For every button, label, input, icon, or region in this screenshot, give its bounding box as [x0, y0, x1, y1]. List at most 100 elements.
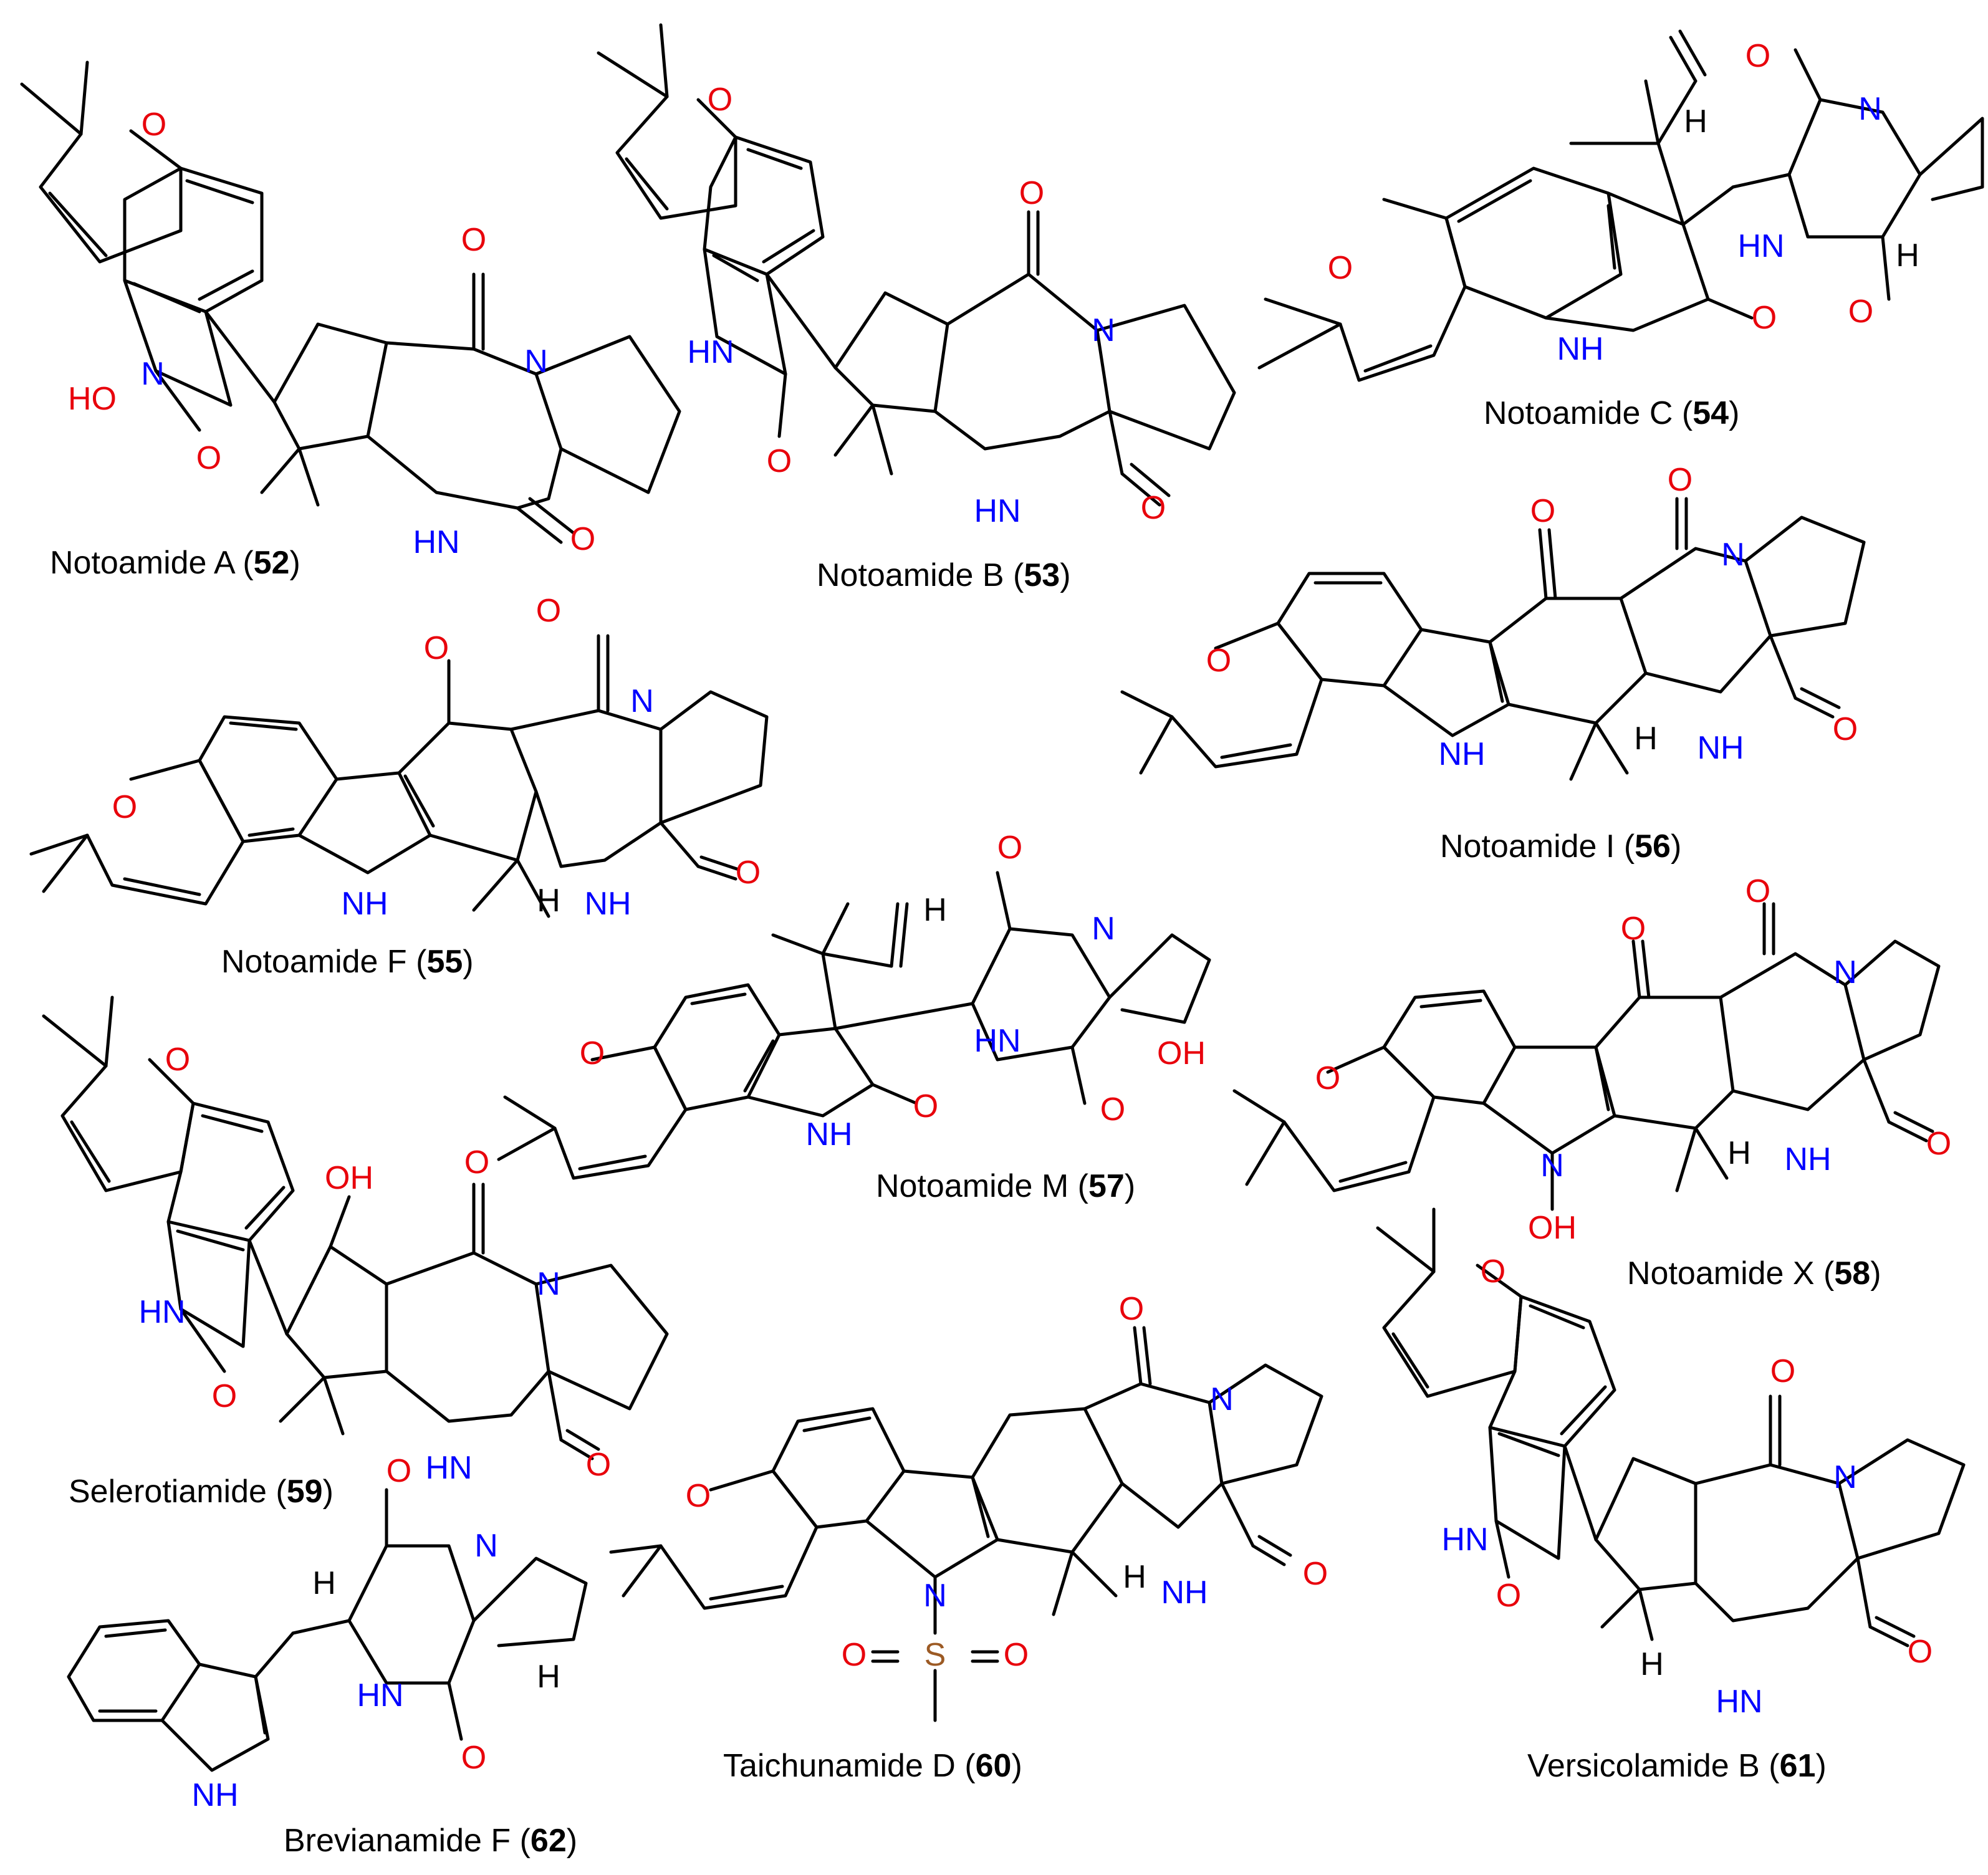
compound-name: Notoamide I: [1440, 828, 1615, 865]
atom-hn: HN: [413, 524, 459, 560]
atom-o: O: [1752, 300, 1777, 336]
atom-nh: NH: [1161, 1575, 1208, 1611]
atom-n: N: [537, 1266, 560, 1302]
atom-o: O: [1004, 1637, 1029, 1673]
atom-hn: HN: [425, 1450, 472, 1486]
compound-number: 52: [254, 545, 290, 581]
atom-o: O: [1141, 490, 1166, 526]
atom-o: O: [570, 521, 595, 557]
atom-hn: HN: [357, 1677, 403, 1714]
atom-o: O: [536, 593, 561, 629]
labels-taichunamide-d: O N S O O H O N NH O Taichunamide D (60): [686, 1291, 1328, 1784]
labels-notoamide-x: O N OH O H O N NH O Notoamide X (58): [1315, 873, 1951, 1292]
atom-o: O: [461, 222, 486, 258]
atom-o: O: [1746, 38, 1770, 74]
atom-n: N: [1210, 1381, 1234, 1417]
atom-h: H: [312, 1565, 336, 1601]
label-taichunamide-d: Taichunamide D (60): [723, 1748, 1022, 1784]
structure-notoamide-x: [1232, 902, 1941, 1211]
atom-o: O: [1668, 462, 1693, 498]
atom-hn: HN: [138, 1294, 185, 1330]
atom-o: O: [1621, 911, 1646, 947]
atom-h: H: [1684, 103, 1707, 140]
labels-versicolamide-b: O HN O H O N HN O Versicolamide B (61): [1441, 1254, 1933, 1784]
label-versicolamide-b: Versicolamide B (61): [1527, 1748, 1827, 1784]
label-brevianamide-f: Brevianamide F (62): [284, 1823, 577, 1859]
label-notoamide-x: Notoamide X (58): [1627, 1255, 1881, 1292]
compound-name: Notoamide B: [817, 557, 1004, 593]
structure-notoamide-c: [1257, 29, 1984, 382]
compound-name: Versicolamide B: [1527, 1748, 1760, 1784]
atom-o: O: [212, 1378, 237, 1414]
atom-s: S: [924, 1637, 946, 1673]
atom-oh: OH: [325, 1160, 373, 1196]
atom-o-methoxy: O: [424, 630, 449, 666]
atom-h: H: [1123, 1559, 1146, 1595]
atom-o: O: [736, 855, 761, 891]
atom-o: O: [913, 1088, 938, 1125]
compound-number: 55: [426, 944, 463, 980]
atom-o: O: [1481, 1254, 1505, 1290]
atom-n: N: [923, 1578, 947, 1614]
atom-oh: OH: [1157, 1035, 1206, 1072]
atom-o: O: [464, 1144, 489, 1181]
atom-o: O: [1328, 250, 1353, 286]
labels-notoamide-f: O O NH H O N NH O Notoamide F (55): [112, 593, 761, 980]
structure-brevianamide-f: [67, 1488, 588, 1772]
atom-nh: NH: [1438, 736, 1485, 772]
atom-o: O: [1746, 873, 1770, 909]
atom-h: H: [537, 883, 560, 919]
atom-nh: NH: [191, 1777, 238, 1813]
atom-o: O: [1833, 711, 1858, 747]
atom-o: O: [1848, 294, 1873, 330]
atom-o: O: [1770, 1353, 1795, 1389]
atom-o: O: [686, 1478, 711, 1514]
label-notoamide-i: Notoamide I (56): [1440, 828, 1681, 865]
compound-number: 59: [287, 1474, 323, 1510]
atom-o: O: [1303, 1556, 1328, 1592]
atom-nh: NH: [584, 886, 631, 922]
atom-n: N: [1092, 911, 1115, 947]
compound-name: Notoamide C: [1484, 395, 1673, 431]
atom-o: O: [1206, 643, 1231, 679]
atom-h: H: [1896, 237, 1919, 274]
atom-o: O: [580, 1035, 605, 1072]
atom-o: O: [1496, 1578, 1521, 1614]
atom-o: O: [1926, 1126, 1951, 1162]
atom-o: O: [165, 1042, 190, 1078]
atom-h: H: [923, 892, 947, 928]
atom-o: O: [1100, 1091, 1125, 1128]
labels-brevianamide-f: NH H O N HN O H Brevianamide F (62): [191, 1453, 577, 1859]
atom-ho: HO: [68, 381, 117, 417]
atom-h: H: [1727, 1135, 1751, 1171]
atom-hn: HN: [1441, 1522, 1488, 1558]
atom-o: O: [586, 1447, 611, 1483]
atom-o: O: [708, 82, 732, 118]
atom-o: O: [112, 789, 137, 825]
structure-selerotiamide: [42, 995, 669, 1460]
atom-o: O: [1908, 1634, 1933, 1670]
label-notoamide-f: Notoamide F (55): [221, 944, 474, 980]
compound-name: Notoamide X: [1627, 1255, 1815, 1292]
atom-o: O: [1315, 1060, 1340, 1096]
atom-nh: NH: [805, 1116, 852, 1153]
label-notoamide-a: Notoamide A (52): [50, 545, 300, 581]
structure-notoamide-i: [1120, 497, 1866, 781]
compound-name: Notoamide A: [50, 545, 236, 581]
structure-taichunamide-d: [609, 1326, 1323, 1722]
structure-notoamide-f: [29, 634, 769, 918]
compound-number: 57: [1088, 1168, 1125, 1204]
atom-o: O: [842, 1637, 867, 1673]
atom-oh: OH: [1528, 1210, 1577, 1246]
atom-hn: HN: [1716, 1684, 1762, 1720]
atom-n: N: [630, 683, 654, 719]
atom-o: O: [461, 1740, 486, 1776]
label-notoamide-c: Notoamide C (54): [1484, 395, 1739, 431]
label-selerotiamide: Selerotiamide (59): [69, 1474, 334, 1510]
atom-nh: NH: [1784, 1141, 1831, 1177]
atom-h: H: [1634, 721, 1658, 757]
atom-n: N: [1833, 954, 1857, 990]
compound-number: 54: [1693, 395, 1729, 431]
compound-number: 62: [531, 1823, 567, 1859]
